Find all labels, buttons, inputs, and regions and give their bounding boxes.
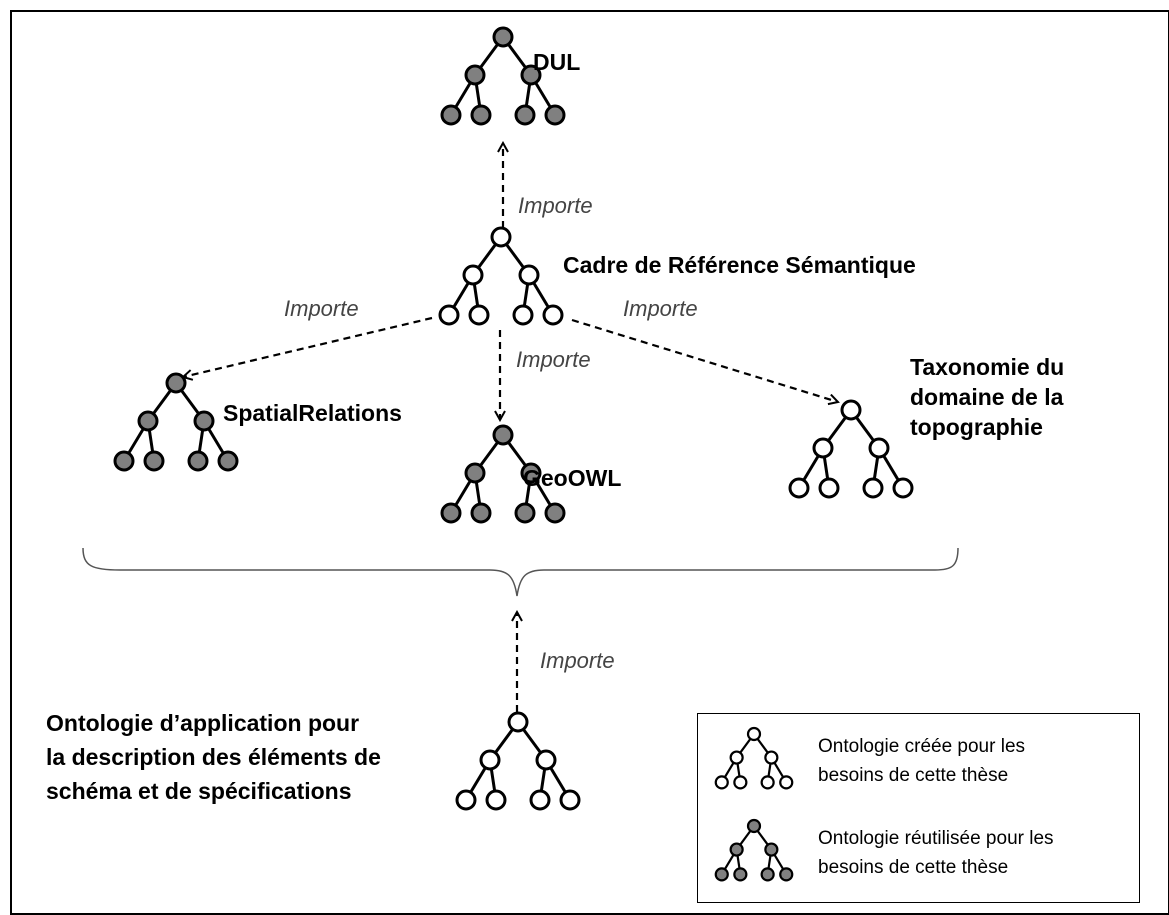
tree-node	[440, 502, 462, 524]
ontology-label-crs: Cadre de Référence Sémantique	[563, 252, 916, 278]
tree-icon-geoowl	[440, 424, 566, 524]
tree-node	[165, 372, 187, 394]
tree-icon-application	[455, 711, 581, 811]
tree-node	[438, 304, 460, 326]
grouping-brace	[82, 547, 959, 597]
tree-node	[862, 477, 884, 499]
legend-text-created: Ontologie créée pour les besoins de cett…	[818, 736, 1026, 786]
ontology-label-geoowl: GeoOWL	[523, 465, 622, 491]
tree-node	[440, 104, 462, 126]
tree-node	[544, 502, 566, 524]
tree-icon-crs	[438, 226, 564, 326]
tree-node	[733, 867, 748, 882]
relation-label-crs-dul: Importe	[518, 193, 593, 218]
tree-icon-dul	[440, 26, 566, 126]
tree-node	[733, 775, 748, 790]
tree-node	[143, 450, 165, 472]
relation-label-crs-taxonomie: Importe	[623, 296, 698, 321]
tree-node	[529, 789, 551, 811]
tree-node	[714, 775, 729, 790]
tree-node	[507, 711, 529, 733]
tree-node	[812, 437, 834, 459]
tree-node	[559, 789, 581, 811]
tree-node	[217, 450, 239, 472]
tree-node	[464, 462, 486, 484]
tree-node	[818, 477, 840, 499]
tree-node	[760, 775, 775, 790]
tree-node	[492, 26, 514, 48]
ontology-label-spatialrelations: SpatialRelations	[223, 400, 402, 426]
tree-node	[464, 64, 486, 86]
import-arrow-crs-taxonomie	[571, 318, 838, 402]
import-arrow-crs-spatial	[183, 316, 433, 377]
tree-node	[455, 789, 477, 811]
legend-icons	[714, 726, 794, 882]
tree-icon-spatialrelations	[113, 372, 239, 472]
tree-node	[729, 750, 744, 765]
tree-node	[113, 450, 135, 472]
tree-node	[779, 775, 794, 790]
tree-node	[520, 64, 542, 86]
legend-icon-created	[714, 726, 794, 790]
tree-node	[485, 789, 507, 811]
tree-node	[746, 726, 762, 742]
tree-node	[868, 437, 890, 459]
tree-node	[764, 750, 779, 765]
legend-icon-reused	[714, 818, 794, 882]
tree-node	[764, 842, 779, 857]
tree-node	[520, 462, 542, 484]
tree-node	[468, 304, 490, 326]
ontology-label-taxonomie: Taxonomie du domaine de la topographie	[910, 354, 1065, 440]
relation-label-crs-spatial: Importe	[284, 296, 359, 321]
relation-label-crs-geoowl: Importe	[516, 347, 591, 372]
tree-node	[542, 304, 564, 326]
relation-label-app-group: Importe	[540, 648, 615, 673]
tree-node	[714, 867, 729, 882]
tree-node	[470, 502, 492, 524]
tree-node	[760, 867, 775, 882]
tree-node	[892, 477, 914, 499]
tree-node	[514, 104, 536, 126]
ontology-label-dul: DUL	[533, 49, 581, 75]
tree-node	[518, 264, 540, 286]
tree-node	[479, 749, 501, 771]
ontology-label-application: Ontologie d’application pour la descript…	[46, 710, 381, 804]
tree-node	[470, 104, 492, 126]
legend: Ontologie créée pour les besoins de cett…	[697, 713, 1140, 903]
tree-node	[193, 410, 215, 432]
legend-text-reused: Ontologie réutilisée pour les besoins de…	[818, 828, 1054, 878]
tree-node	[490, 226, 512, 248]
tree-icon-taxonomie	[788, 399, 914, 499]
tree-node	[544, 104, 566, 126]
tree-node	[462, 264, 484, 286]
tree-node	[137, 410, 159, 432]
tree-node	[779, 867, 794, 882]
tree-node	[512, 304, 534, 326]
tree-node	[514, 502, 536, 524]
tree-node	[746, 818, 762, 834]
tree-node	[492, 424, 514, 446]
tree-node	[788, 477, 810, 499]
tree-node	[535, 749, 557, 771]
tree-node	[840, 399, 862, 421]
tree-node	[729, 842, 744, 857]
tree-node	[187, 450, 209, 472]
